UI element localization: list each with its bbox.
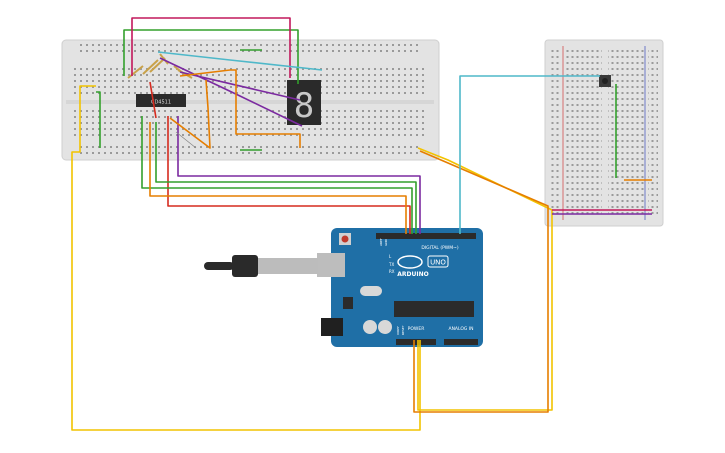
wire-purple-2	[179, 71, 301, 101]
ic-chip: CD4511	[136, 94, 186, 107]
wire-green-arduino	[141, 116, 413, 234]
wire-green-arduino-2	[155, 122, 417, 234]
digital-header-label: DIGITAL (PWM~)	[421, 245, 459, 251]
arduino-uno-board: DIGITAL (PWM~) ARDUINO UNO TX RX L POWER…	[317, 228, 483, 347]
arduino-brand: ARDUINO	[397, 271, 428, 278]
wire-green-left	[96, 91, 101, 148]
wire-orange-arduino	[149, 122, 407, 234]
wire-green-top	[123, 29, 299, 84]
wires	[71, 17, 652, 431]
ioref-label: IOREF	[396, 326, 400, 335]
arduino-model: UNO	[430, 259, 446, 267]
push-button	[599, 75, 611, 87]
tx-label: TX	[388, 262, 394, 267]
usb-cable	[204, 255, 318, 277]
wire-red-top	[149, 81, 157, 119]
wire-cyan-top	[157, 51, 323, 71]
wire-orange-right	[413, 150, 549, 413]
aref-label: AREF	[379, 238, 383, 246]
wire-purple-long	[177, 116, 421, 234]
seven-segment-display: 8	[287, 80, 321, 126]
wire-yellow-loop	[71, 85, 421, 431]
ic-chip-label: CD4511	[151, 100, 171, 106]
seven-segment-digit: 8	[294, 86, 314, 126]
wire-cyan-arduino	[459, 75, 600, 234]
l-label: L	[389, 254, 392, 259]
reset-label: RESET	[401, 325, 405, 335]
wire-yellow-right	[417, 147, 553, 411]
wire-magenta-top	[131, 17, 291, 78]
wire-orange-left	[169, 79, 211, 149]
wire-red-1	[167, 116, 411, 234]
wire-grey	[175, 131, 197, 149]
wire-orange-board	[179, 69, 301, 148]
wire-purple-1	[159, 57, 303, 127]
small-breadboard	[544, 39, 664, 227]
analog-label: ANALOG IN	[448, 326, 473, 332]
rx-label: RX	[389, 269, 395, 274]
main-breadboard	[61, 39, 440, 161]
gnd-label: GND	[384, 238, 388, 246]
power-label: POWER	[408, 326, 425, 332]
